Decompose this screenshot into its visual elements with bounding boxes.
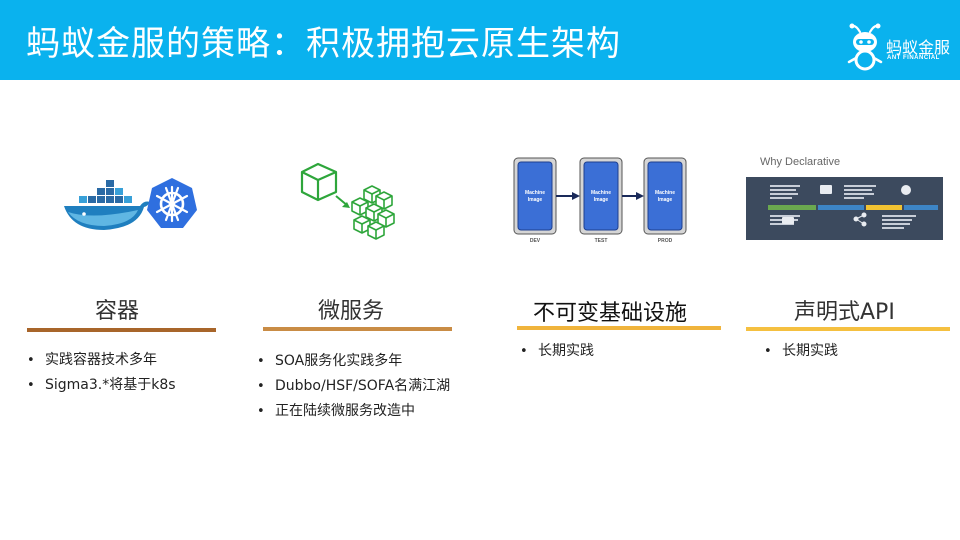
machine-image-label: Machine [525,190,545,196]
why-declarative-diagram [746,177,943,240]
immutable-pipeline-illustration: Machine Image DEV Machine Image TEST Mac… [513,157,687,244]
logo-name: 蚂蚁金服 [886,38,951,57]
stage-label: TEST [595,238,608,244]
machine-image-label: Image [594,197,609,203]
list-item: SOA服务化实践多年 [256,349,450,374]
column-title-immutable-infrastructure: 不可变基础设施 [533,301,688,326]
list-item: 长期实践 [763,339,838,364]
keyboard-icon [782,217,794,224]
microservices-bullet-list: SOA服务化实践多年 Dubbo/HSF/SOFA名满江湖 正在陆续微服务改造中 [256,349,450,424]
list-item: 正在陆续微服务改造中 [256,399,450,424]
arrow-right-icon [556,192,580,200]
machine-image-label: Machine [655,190,675,196]
stage-label: DEV [530,238,541,244]
pipeline-stage-prod: Machine Image PROD [643,157,687,244]
machine-image-label: Machine [591,190,611,196]
immutable-infrastructure-bullet-list: 长期实践 [519,339,594,364]
why-declarative-title: Why Declarative [760,156,841,168]
column-title-containers: 容器 [95,299,140,324]
ant-financial-logo: 蚂蚁金服 ANT FINANCIAL [846,22,954,72]
logo-english-name: ANT FINANCIAL [887,55,940,61]
container-illustration [64,178,197,230]
microservice-illustration [300,162,395,240]
column-underline-declarative-api [746,327,950,331]
declarative-api-bullet-list: 长期实践 [763,339,838,364]
arrow-head-icon [342,202,350,208]
machine-image-label: Image [528,197,543,203]
kubernetes-helm-icon [147,178,197,228]
machine-image-label: Image [658,197,673,203]
share-icon [853,212,867,227]
arrow-right-icon [622,192,644,200]
docker-whale-icon [64,180,150,230]
column-title-microservices: 微服务 [318,299,385,324]
list-item: 长期实践 [519,339,594,364]
column-underline-immutable-infrastructure [517,326,721,330]
column-underline-microservices [263,327,452,331]
pipeline-stage-dev: Machine Image DEV [513,157,557,244]
pipeline-stage-test: Machine Image TEST [579,157,623,244]
stage-label: PROD [658,238,673,244]
ant-mascot-icon [847,23,883,71]
containers-bullet-list: 实践容器技术多年 Sigma3.*将基于k8s [26,348,176,398]
header-bar: 蚂蚁金服的策略：积极拥抱云原生架构 蚂蚁金服 ANT FINANCIAL [0,0,960,80]
page-title: 蚂蚁金服的策略：积极拥抱云原生架构 [26,24,621,64]
column-title-declarative-api: 声明式API [794,300,895,325]
single-cube-icon [300,162,338,202]
list-item: Sigma3.*将基于k8s [26,373,176,398]
server-icon [820,185,832,194]
list-item: Dubbo/HSF/SOFA名满江湖 [256,374,450,399]
column-underline-containers [27,328,216,332]
list-item: 实践容器技术多年 [26,348,176,373]
chess-knight-icon [901,185,911,195]
cube-cluster-icon [351,185,395,240]
